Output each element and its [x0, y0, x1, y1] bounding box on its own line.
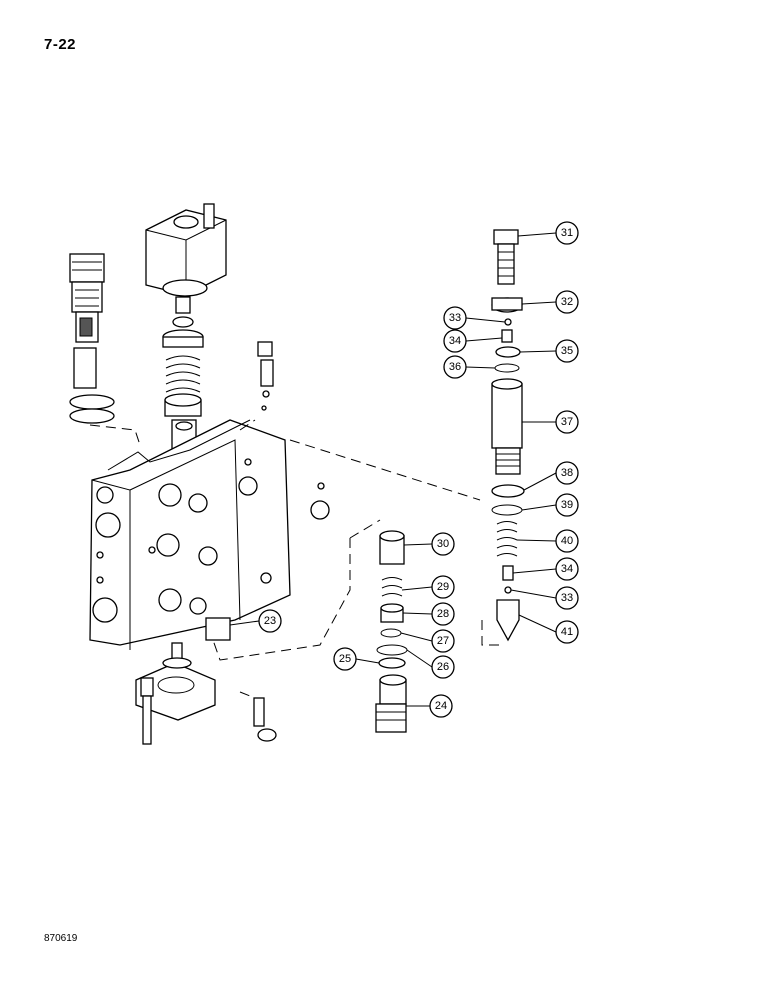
callout-31: 31: [555, 221, 579, 245]
flange-plate: [135, 642, 216, 721]
callout-30: 30: [431, 532, 455, 556]
callout-28: 28: [431, 602, 455, 626]
svg-text:33: 33: [561, 592, 573, 604]
bolt-bottom-left: [140, 677, 154, 745]
callout-27: 27: [431, 629, 455, 653]
svg-text:23: 23: [264, 615, 276, 627]
valve-body: [89, 419, 330, 650]
svg-text:31: 31: [561, 227, 573, 239]
callout-39: 39: [555, 493, 579, 517]
callout-24: 24: [429, 694, 453, 718]
callout-36: 36: [443, 355, 467, 379]
callout-38: 38: [555, 461, 579, 485]
callout-40: 40: [555, 529, 579, 553]
callout-35: 35: [555, 339, 579, 363]
svg-text:28: 28: [437, 608, 449, 620]
svg-text:30: 30: [437, 538, 449, 550]
svg-text:39: 39: [561, 499, 573, 511]
callout-34-lower: 34: [555, 557, 579, 581]
figure-id: 870619: [44, 933, 78, 944]
svg-text:35: 35: [561, 345, 573, 357]
svg-text:38: 38: [561, 467, 573, 479]
callout-34: 34: [443, 329, 467, 353]
check-valve-stack: [375, 530, 408, 733]
svg-text:33: 33: [449, 312, 461, 324]
leader-lines: [229, 232, 557, 707]
callout-26: 26: [431, 655, 455, 679]
callout-33: 33: [443, 306, 467, 330]
cartridge-assembly-right: [491, 229, 525, 642]
page-number: 7-22: [44, 36, 77, 53]
callout-37: 37: [555, 410, 579, 434]
left-cartridge-valve: [69, 253, 115, 424]
svg-text:24: 24: [435, 700, 447, 712]
callout-25: 25: [333, 647, 357, 671]
callout-33-lower: 33: [555, 586, 579, 610]
svg-text:37: 37: [561, 416, 573, 428]
svg-text:27: 27: [437, 635, 449, 647]
svg-text:26: 26: [437, 661, 449, 673]
callout-41: 41: [555, 620, 579, 644]
svg-text:25: 25: [339, 653, 351, 665]
svg-text:29: 29: [437, 581, 449, 593]
solenoid-plunger-stack: [162, 296, 204, 453]
svg-text:40: 40: [561, 535, 573, 547]
svg-text:41: 41: [561, 626, 573, 638]
assembly-lines: [89, 419, 500, 699]
solenoid-coil: [145, 203, 227, 297]
set-screw-and-nut: [253, 697, 277, 742]
small-screw-top: [257, 341, 274, 411]
callout-23: 23: [258, 609, 282, 633]
svg-text:32: 32: [561, 296, 573, 308]
svg-text:36: 36: [449, 361, 461, 373]
callout-29: 29: [431, 575, 455, 599]
svg-text:34: 34: [561, 563, 573, 575]
svg-text:34: 34: [449, 335, 461, 347]
callout-32: 32: [555, 290, 579, 314]
